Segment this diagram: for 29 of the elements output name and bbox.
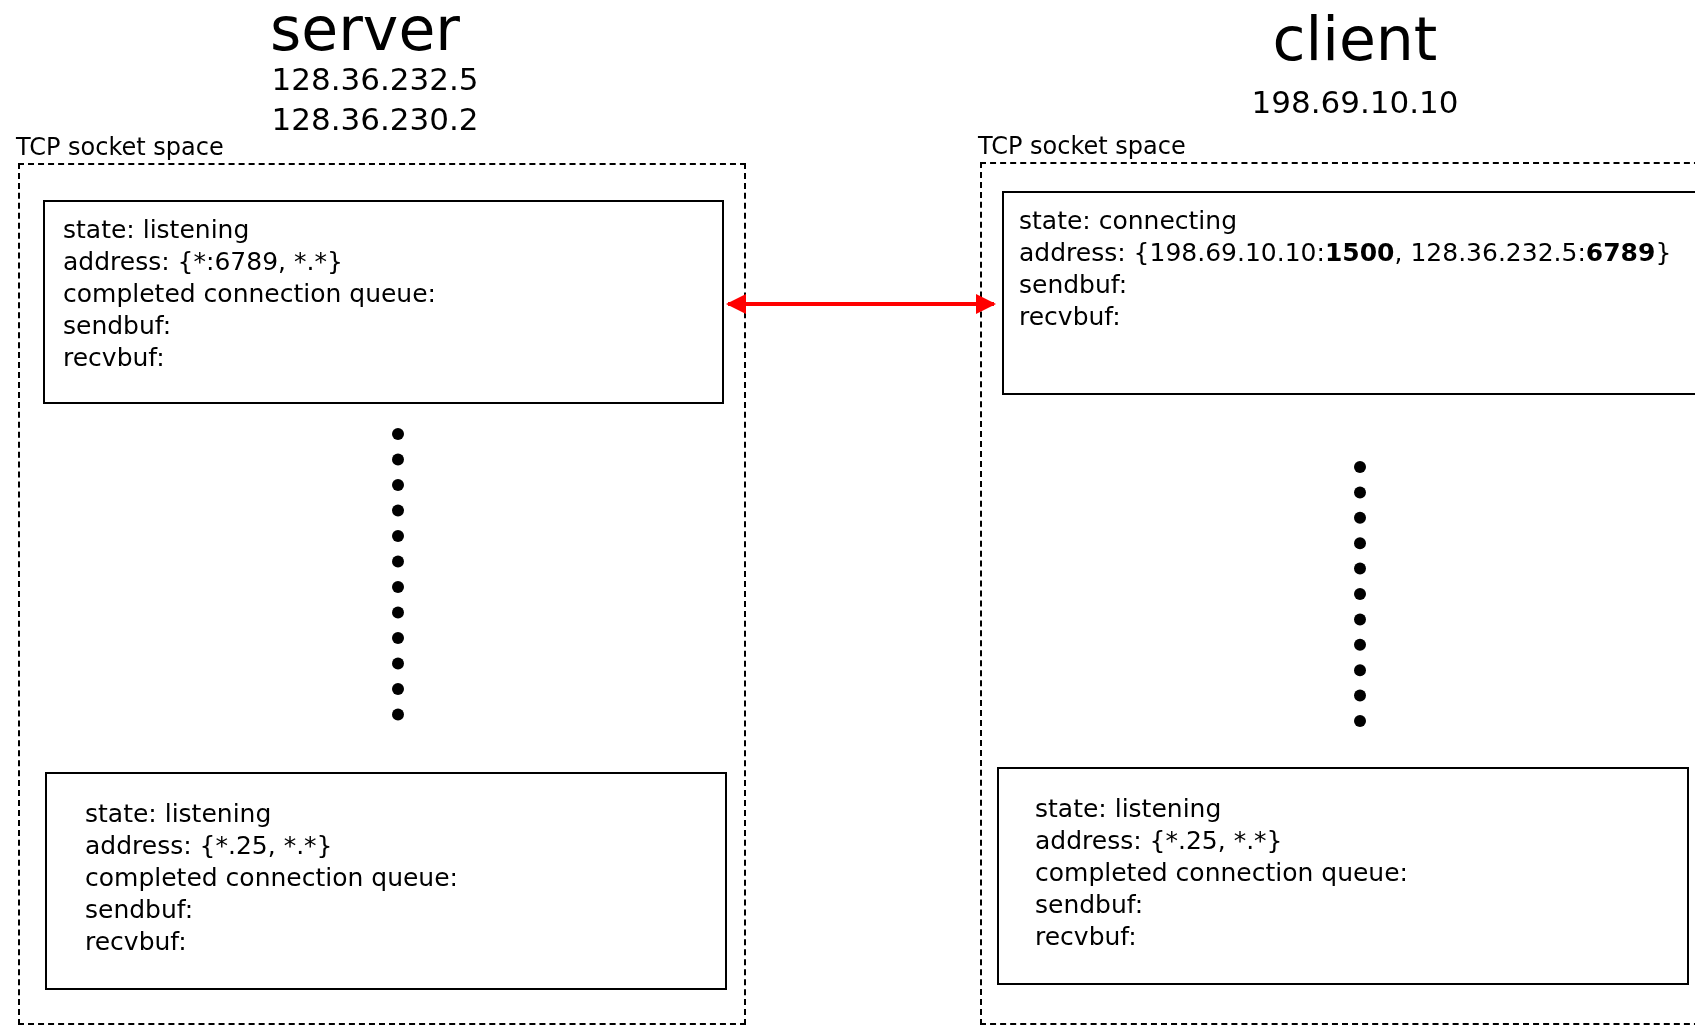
ip-address: 198.69.10.10 (1251, 83, 1459, 122)
socket-field: completed connection queue: (85, 862, 459, 894)
socket-field: state: listening (85, 798, 272, 830)
socket-field: sendbuf: (1019, 269, 1128, 301)
socket-box (43, 200, 724, 404)
socket-field: sendbuf: (85, 894, 194, 926)
socket-field: address: {*.25, *.*} (1035, 825, 1283, 857)
socket-field: completed connection queue: (1035, 857, 1409, 889)
socket-field: sendbuf: (63, 310, 172, 342)
socket-field: completed connection queue: (63, 278, 437, 310)
socket-box (1002, 191, 1695, 395)
socket-field: address: {*:6789, *.*} (63, 246, 343, 278)
region-heading: TCP socket space (16, 133, 224, 161)
socket-box (45, 772, 727, 990)
socket-field: recvbuf: (85, 926, 187, 958)
socket-field: state: connecting (1019, 205, 1238, 237)
socket-field: state: listening (1035, 793, 1222, 825)
socket-box (997, 767, 1689, 985)
socket-field: recvbuf: (63, 342, 165, 374)
socket-field: sendbuf: (1035, 889, 1144, 921)
host-title: client (1272, 3, 1438, 76)
socket-field: address: {198.69.10.10:1500, 128.36.232.5:6789} (1019, 237, 1672, 269)
socket-field: recvbuf: (1019, 301, 1121, 333)
double-arrow (726, 294, 996, 314)
ip-address: 128.36.230.2 (271, 100, 479, 139)
region-heading: TCP socket space (978, 132, 1186, 160)
socket-field: address: {*.25, *.*} (85, 830, 333, 862)
socket-field: state: listening (63, 214, 250, 246)
socket-field: recvbuf: (1035, 921, 1137, 953)
